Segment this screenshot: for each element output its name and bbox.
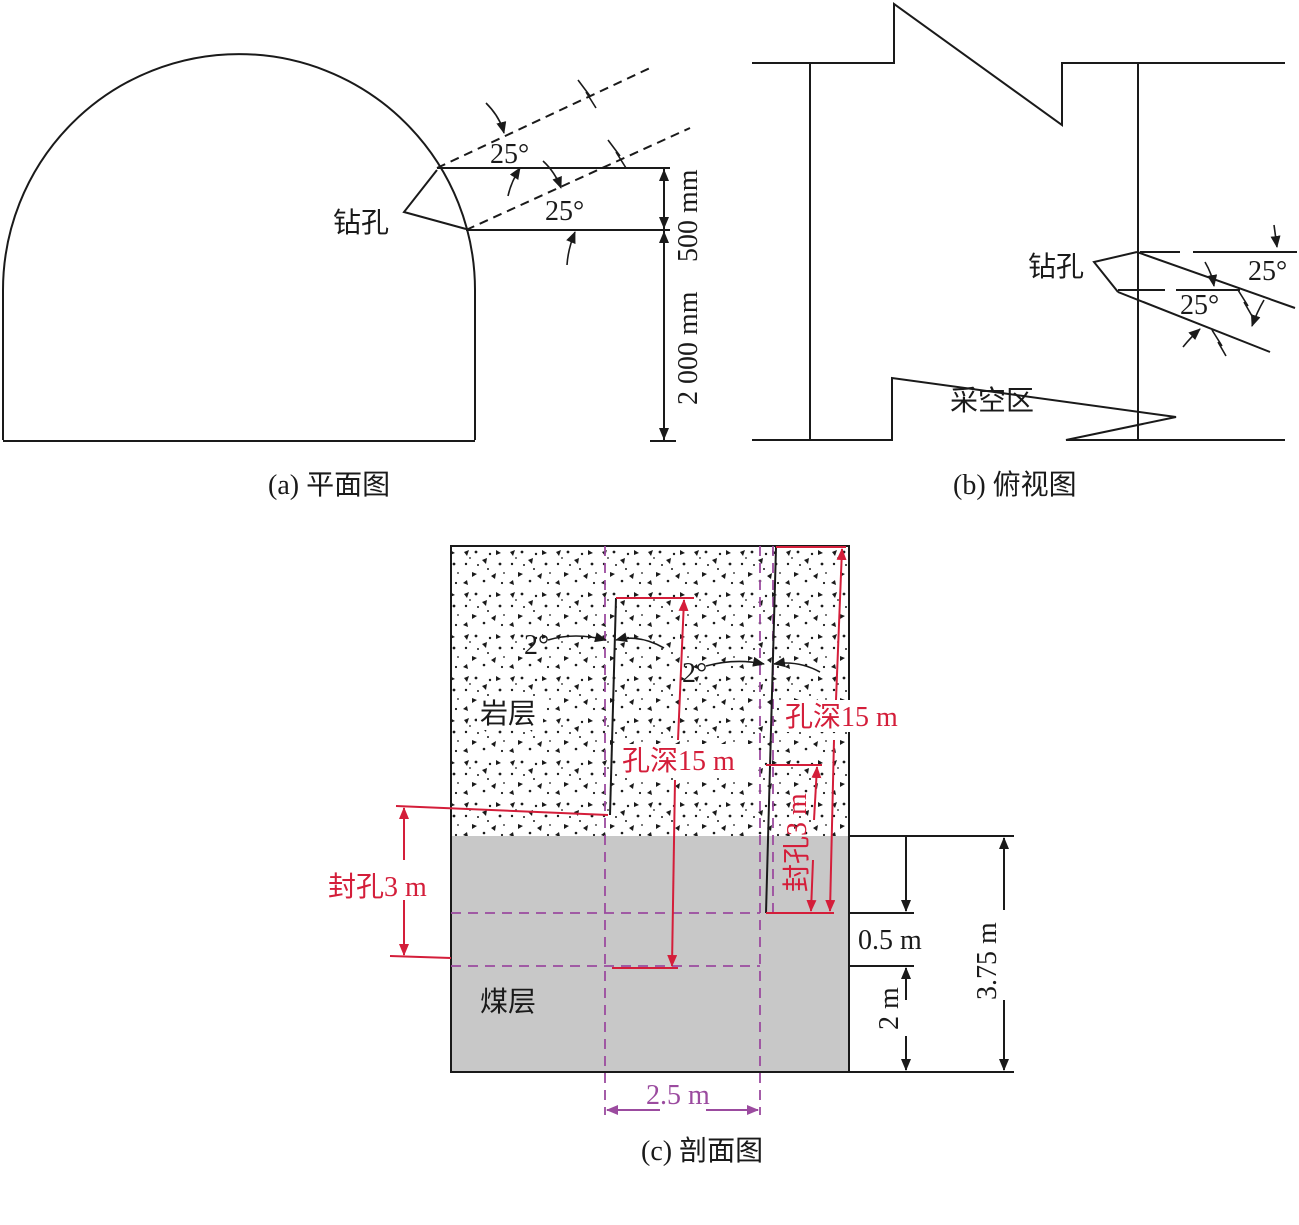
depth-dim-right-down <box>825 739 836 912</box>
rock-stratum <box>451 546 849 836</box>
panel-b-goaf-label: 采空区 <box>950 385 1034 417</box>
rock-label-bg <box>477 696 543 730</box>
angle-arrow-upper-b <box>507 167 521 197</box>
panel-c-coal-label: 煤层 <box>480 986 536 1018</box>
panel-b-caption: (b) 俯视图 <box>953 469 1077 501</box>
panel-c-depth-middle: 孔深15 m <box>622 746 735 777</box>
angle-arrow-b4 <box>1182 328 1201 348</box>
panel-a-caption: (a) 平面图 <box>268 470 390 501</box>
panel-a-angle-lower: 25° <box>545 196 584 227</box>
panel-c-rock-label: 岩层 <box>480 698 536 730</box>
panel-b-drill-label: 钻孔 <box>1028 251 1084 283</box>
hole-lower-b <box>1117 291 1271 353</box>
seal-ext-left-top <box>395 805 609 816</box>
angle-arrow-lower-b <box>566 231 576 266</box>
depth-dim-middle-up <box>677 599 689 741</box>
upper-hole-dashed <box>436 67 651 169</box>
depth-dim-right-up <box>835 548 847 701</box>
panel-c-section-view <box>389 545 1014 1115</box>
panel-a-dim-2000: 2 000 mm <box>673 291 704 405</box>
panel-c-dim-width: 2.5 m <box>646 1080 710 1111</box>
panel-b-angle-lower: 25° <box>1180 290 1219 321</box>
angle-arc-left <box>547 632 607 643</box>
panel-b-top-view <box>752 2 1297 441</box>
break-mark-b-upper <box>1237 289 1253 317</box>
drill-pointer-b <box>1092 251 1138 293</box>
break-mark-upper <box>577 79 597 109</box>
angle-arrow-b1 <box>1270 224 1281 248</box>
seal-dim-right-up <box>811 766 822 821</box>
panel-a-dim-500: 500 mm <box>673 169 704 262</box>
panel-b-angle-upper: 25° <box>1248 256 1287 287</box>
panel-c-angle-right: 2° <box>682 658 707 689</box>
panel-c-dim-0-5: 0.5 m <box>858 925 922 956</box>
lower-hole-dashed <box>465 127 691 231</box>
panel-a-plan-view <box>1 53 691 442</box>
seal-ext-left-bottom <box>389 955 452 959</box>
angle-arrow-b3 <box>1250 299 1265 327</box>
panel-c-dim-2: 2 m <box>874 987 905 1030</box>
depth-label-bg-middle <box>618 744 756 776</box>
panel-c-dim-3-75: 3.75 m <box>972 922 1003 1000</box>
seal-dim-right-down <box>806 859 817 912</box>
panel-c-caption: (c) 剖面图 <box>641 1135 763 1167</box>
borehole-middle <box>609 597 617 816</box>
borehole-right <box>765 546 777 914</box>
goaf-boundary-bottom <box>752 376 1285 441</box>
panel-c-seal-left: 封孔3 m <box>328 871 427 903</box>
coal-seam <box>451 836 849 1072</box>
angle-arc-right-b <box>773 657 821 673</box>
depth-dim-middle-down <box>667 779 678 967</box>
drill-pointer <box>402 169 467 230</box>
tunnel-outline <box>1 53 476 440</box>
panel-c-angle-left: 2° <box>524 630 549 661</box>
depth-label-bg-right <box>782 700 916 732</box>
angle-arc-right <box>705 656 765 667</box>
panel-c-seal-right: 封孔3 m <box>781 793 813 892</box>
panel-a-angle-upper: 25° <box>490 139 529 170</box>
angle-arrow-lower-a <box>542 160 562 189</box>
angle-arrow-b2 <box>1204 261 1218 287</box>
panel-a-drill-label: 钻孔 <box>333 207 389 239</box>
break-mark-b-lower <box>1211 329 1227 357</box>
goaf-boundary-top <box>752 2 1285 127</box>
break-mark-lower <box>607 139 627 169</box>
angle-arrow-upper-a <box>485 102 507 134</box>
angle-arc-left-b <box>615 632 665 649</box>
panel-c-depth-right: 孔深15 m <box>785 702 898 733</box>
